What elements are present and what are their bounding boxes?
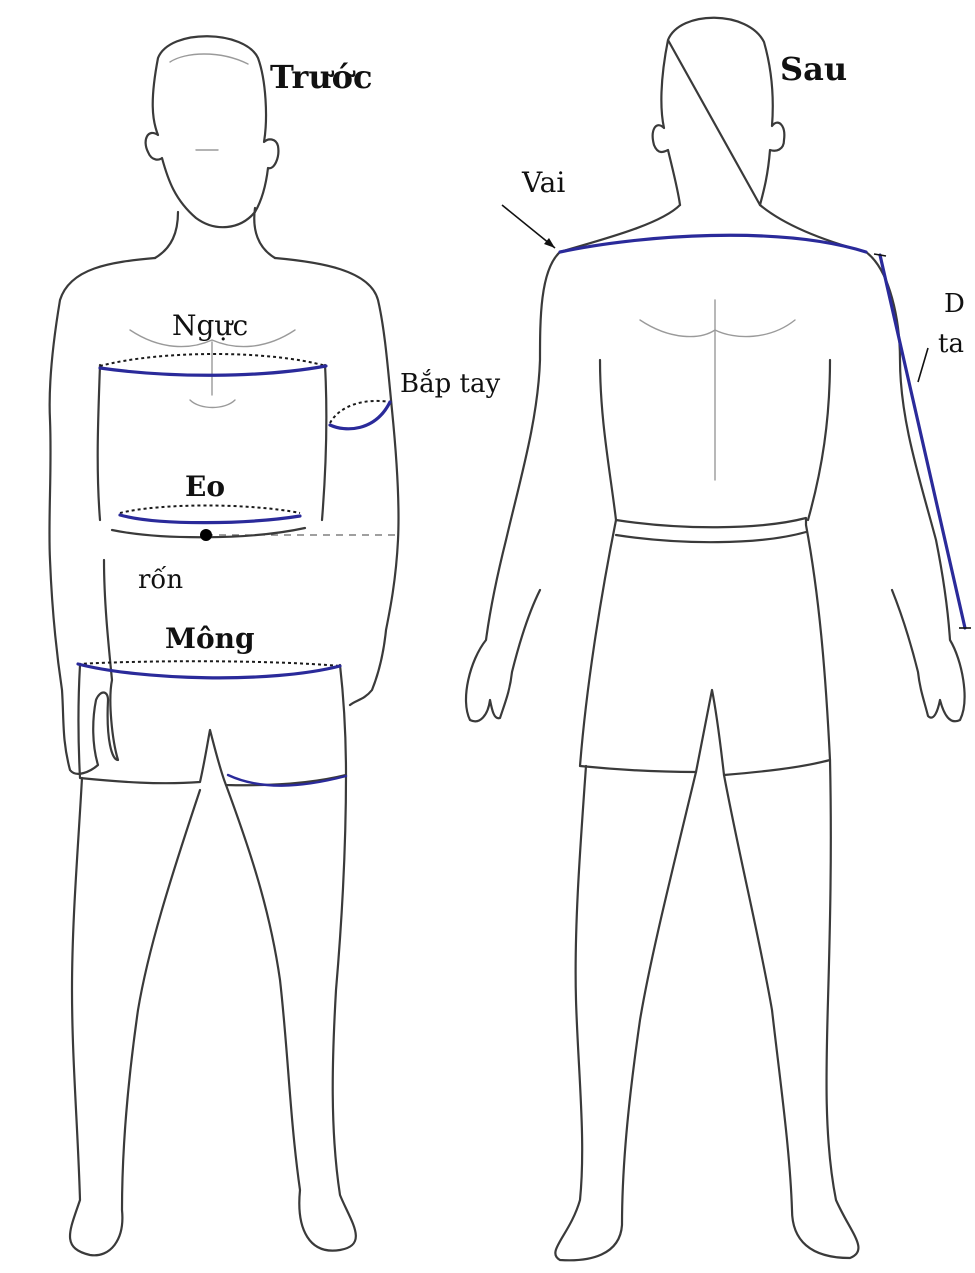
front-view-title: Trước (270, 58, 372, 96)
bicep-label: Bắp tay (400, 368, 500, 399)
front-head (146, 36, 279, 227)
navel-dot (200, 529, 212, 541)
hip-dotted-guide (78, 661, 340, 666)
arm-length-label-line1: D (944, 289, 965, 319)
hip-label: Mông (165, 622, 255, 655)
front-legs (70, 778, 200, 1255)
front-shorts (79, 665, 347, 785)
back-measurements (502, 205, 971, 628)
waist-label: Eo (185, 470, 225, 503)
shoulder-label: Vai (521, 166, 565, 199)
navel-label: rốn (138, 565, 183, 595)
back-figure (466, 18, 965, 1261)
back-shorts (580, 518, 830, 775)
hip-measure-line (78, 664, 340, 678)
arm-length-label-line2: ta (938, 329, 964, 359)
bicep-measure-line (330, 402, 390, 429)
arm-length-pointer (918, 348, 928, 382)
front-measurements (78, 354, 390, 786)
back-view-title: Sau (780, 50, 847, 88)
waist-measure-line (120, 515, 300, 523)
labels: Trước Sau Ngực Bắp tay Eo rốn Mông Vai D… (138, 50, 965, 655)
chest-measure-line (100, 366, 326, 375)
back-legs (555, 766, 696, 1260)
waist-dotted-guide (120, 506, 300, 514)
back-torso (466, 252, 560, 721)
chest-dotted-guide (100, 354, 326, 366)
back-head (653, 18, 785, 205)
chest-label: Ngực (172, 309, 248, 342)
bicep-dotted-guide (330, 401, 390, 423)
